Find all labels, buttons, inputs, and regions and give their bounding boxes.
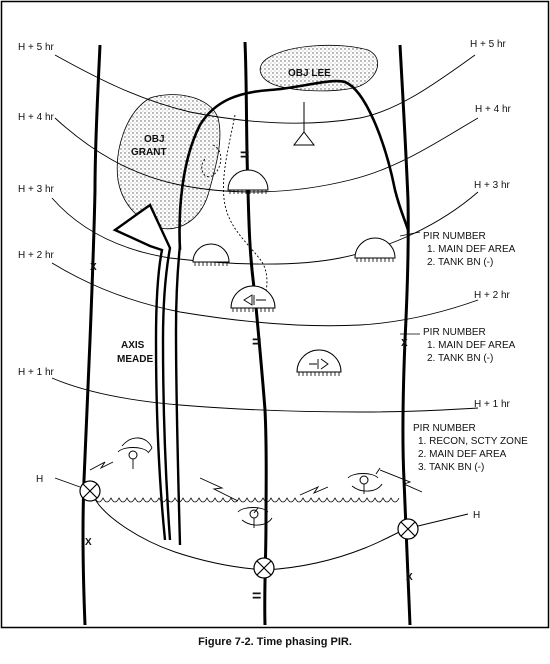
unit-symbol-h3-right [354, 237, 396, 262]
checkpoint-center [253, 557, 275, 579]
phase-line-h2 [51, 262, 479, 327]
pir-3-title: PIR NUMBER [413, 423, 476, 434]
outer-border [0, 0, 550, 629]
pir-2-item-1: 1. MAIN DEF AREA [427, 340, 516, 351]
checkpoint-left [54, 477, 101, 502]
pir-3-item-1: 1. RECON, SCTY ZONE [418, 436, 528, 447]
boundary-mark-center-top: = [240, 147, 249, 164]
left-boundary [81, 44, 102, 626]
pir-leader-1 [399, 231, 421, 237]
boundary-mark-center-bottom: = [252, 588, 261, 605]
obj-lee-area [259, 44, 379, 92]
center-boundary [243, 41, 268, 626]
scallop-marks [94, 497, 400, 503]
recon-element-left [89, 437, 153, 471]
obj-grant-loop [201, 144, 222, 178]
pir-3-item-2: 2. MAIN DEF AREA [418, 449, 507, 460]
recon-element-center [199, 477, 273, 528]
pir-1-title: PIR NUMBER [423, 231, 486, 242]
pir-3-item-3: 3. TANK BN (-) [418, 462, 484, 473]
unit-symbol-h4 [227, 169, 269, 194]
figure-caption: Figure 7-2. Time phasing PIR. [198, 636, 352, 648]
unit-symbol-tank-h2 [230, 285, 276, 312]
phase-line-h4 [54, 117, 479, 193]
pir-2-item-2: 2. TANK BN (-) [427, 353, 493, 364]
time-label-right-h2: H + 2 hr [474, 290, 511, 301]
boundary-mark-left-top: X [90, 262, 97, 273]
axis-label-2: MEADE [117, 354, 153, 365]
scalloped-obstacle [91, 492, 409, 571]
boundary-mark-center: = [252, 334, 261, 351]
recon-element-right [299, 467, 423, 496]
time-label-left-h5: H + 5 hr [18, 42, 55, 53]
pir-2-title: PIR NUMBER [423, 327, 486, 338]
obj-grant-label-2: GRANT [131, 147, 167, 158]
pir-1-item-2: 2. TANK BN (-) [427, 257, 493, 268]
flag-symbol-obj-lee [292, 102, 316, 146]
axis-label-1: AXIS [121, 340, 145, 351]
time-label-right-h1: H + 1 hr [474, 399, 511, 410]
time-label-right-h5: H + 5 hr [470, 39, 507, 50]
unit-symbol-tank-h1 [296, 349, 342, 376]
boundary-mark-right-bottom: X [406, 572, 413, 583]
axis-meade-shaft [174, 244, 182, 546]
time-label-right-h4: H + 4 hr [475, 104, 512, 115]
pir-1-item-1: 1. MAIN DEF AREA [427, 244, 516, 255]
obj-grant-label-1: OBJ [144, 134, 165, 145]
time-label-left-h3: H + 3 hr [18, 184, 55, 195]
checkpoint-label-left: H [36, 474, 43, 485]
time-label-right-h3: H + 3 hr [474, 180, 511, 191]
time-label-left-h4: H + 4 hr [18, 112, 55, 123]
phase-line-h5 [54, 54, 476, 124]
dotted-route-1 [222, 114, 268, 296]
unit-symbol-h3-left [192, 243, 230, 266]
boundary-mark-right-top: X [401, 338, 408, 349]
obj-lee-label: OBJ LEE [288, 68, 331, 79]
time-label-left-h2: H + 2 hr [18, 250, 55, 261]
boundary-mark-left-bottom: X [85, 537, 92, 548]
route-to-obj-lee [178, 79, 410, 251]
axis-meade-arrow [112, 203, 172, 541]
checkpoint-right [397, 513, 469, 540]
checkpoint-label-right: H [473, 510, 480, 521]
phase-line-h1 [51, 377, 479, 413]
time-label-left-h1: H + 1 hr [18, 367, 55, 378]
